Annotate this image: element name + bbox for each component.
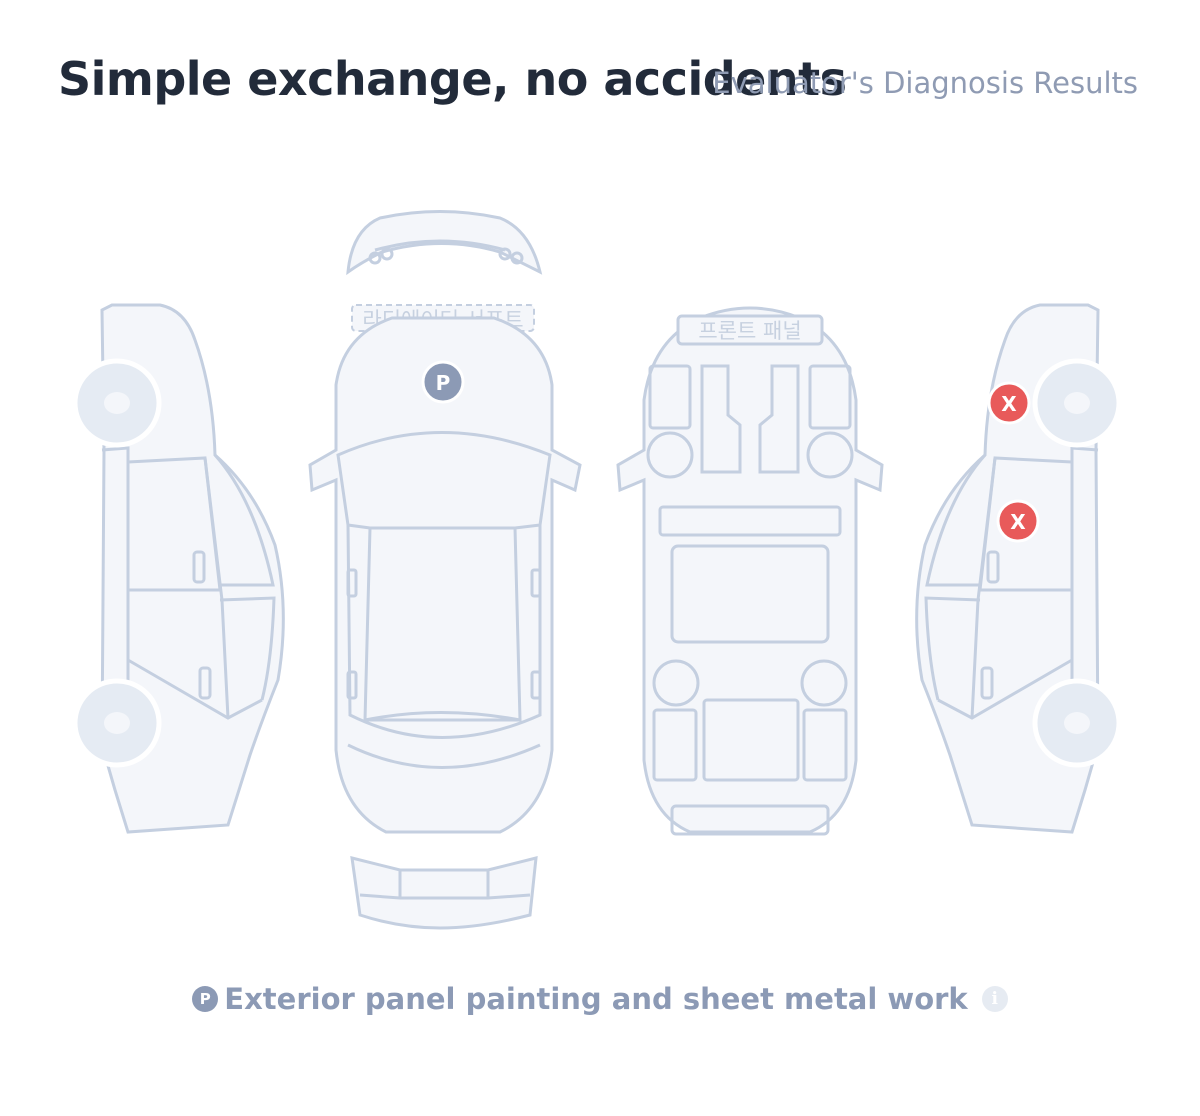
info-icon[interactable]: i [981, 986, 1008, 1012]
car-right-side-view: X X [915, 303, 1122, 834]
svg-text:X: X [1001, 392, 1017, 416]
svg-text:X: X [1010, 510, 1026, 534]
paint-legend-icon: P [192, 986, 219, 1012]
legend-label: Exterior panel painting and sheet metal … [224, 982, 968, 1016]
car-top-body [308, 316, 582, 834]
evaluator-results-link[interactable]: Evaluator's Diagnosis Results [712, 66, 1138, 100]
front-panel [676, 314, 824, 346]
exchange-marker-right-front-door[interactable]: X [996, 499, 1040, 543]
exchange-marker-right-front-fender[interactable]: X [987, 381, 1031, 425]
paint-marker-hood[interactable]: P [421, 360, 465, 404]
car-underbody-view: 프론트 패널 [616, 306, 884, 836]
svg-text:P: P [436, 371, 451, 395]
page-title: Simple exchange, no accidents [58, 52, 847, 106]
car-top-view: 라디에이터 서포트 P [308, 210, 582, 930]
front-panel-label: 프론트 패널 [698, 319, 801, 343]
car-left-side-view [72, 303, 285, 834]
underbody-frame [616, 306, 884, 834]
rear-bumper-top [350, 856, 538, 930]
